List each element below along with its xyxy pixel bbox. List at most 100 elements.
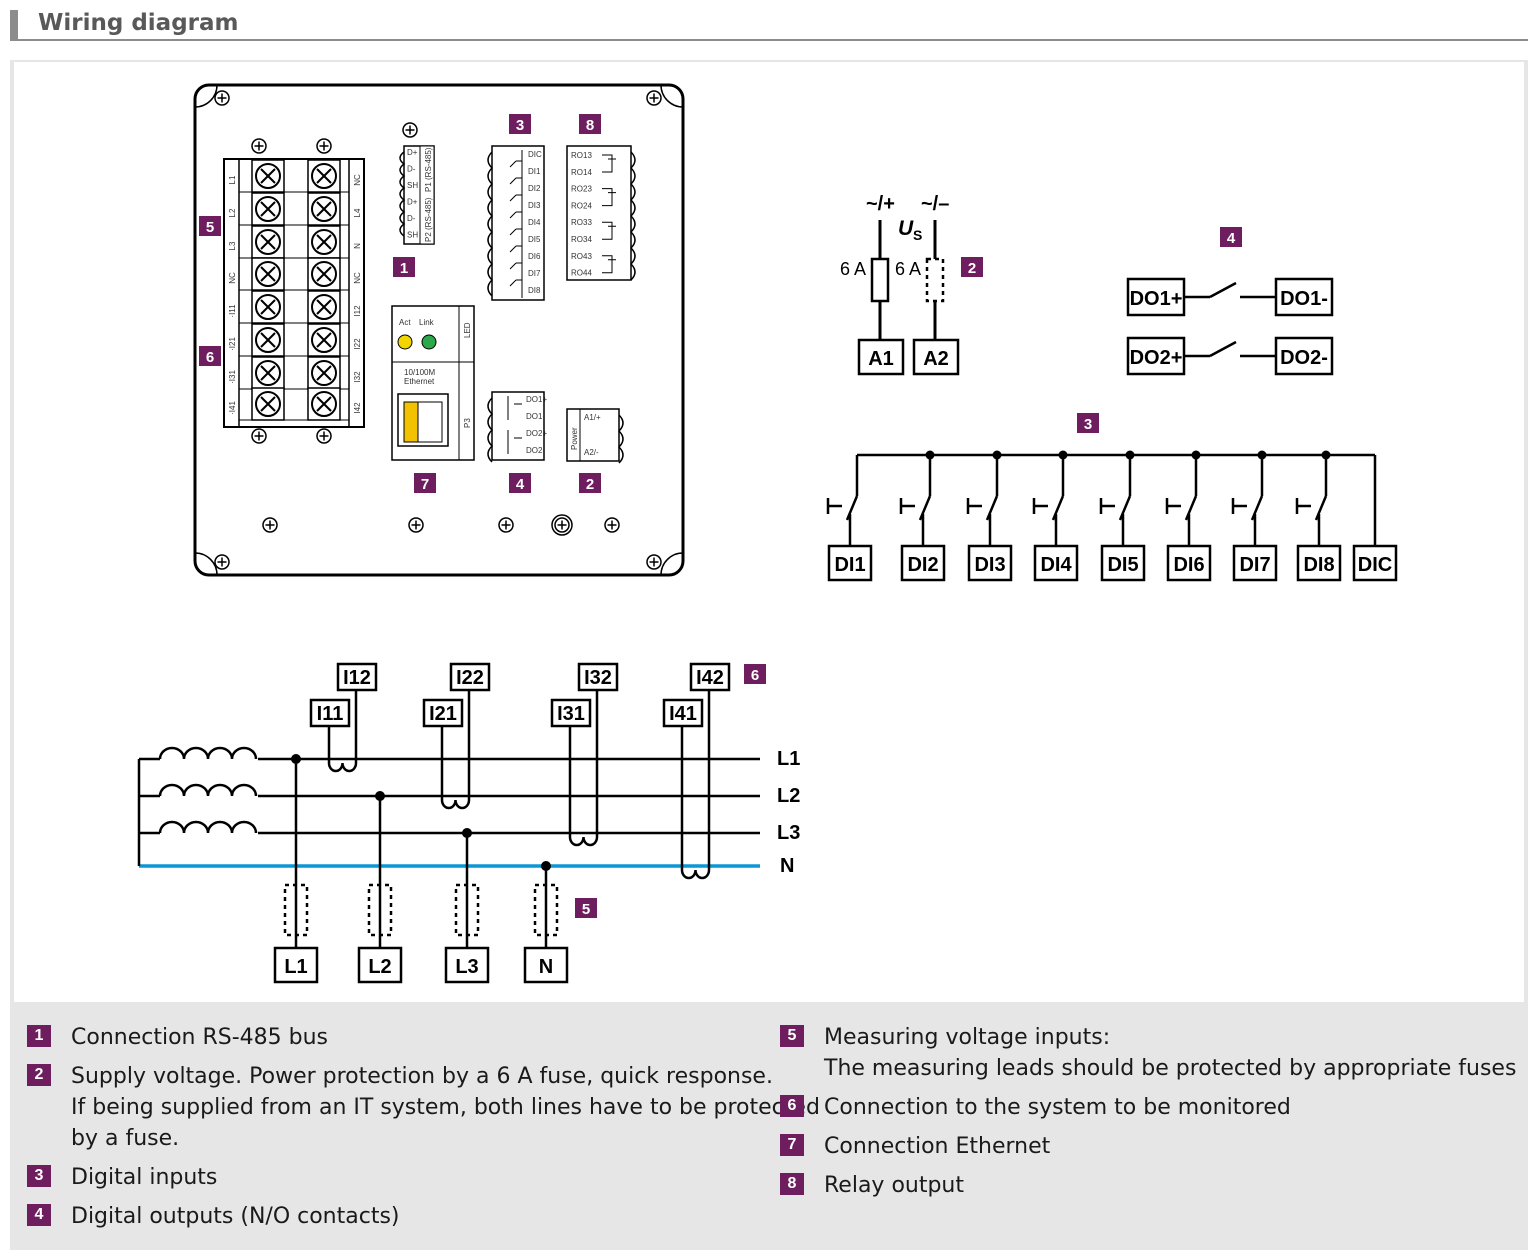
led-act-indicator: [397, 334, 413, 350]
terminal-screw-icon: [307, 257, 341, 291]
ro-pin-label: RO24: [571, 201, 592, 210]
voltage-tap-3: L3: [444, 828, 490, 984]
terminal-di8: DI8: [1303, 554, 1334, 576]
ct-bottom-label: I21: [429, 703, 457, 725]
terminal-screw-icon: [307, 159, 341, 193]
svg-text:1: 1: [400, 260, 408, 277]
ethernet-module: Act Link LED 10/100M Ethernet P3: [391, 305, 475, 461]
rs485-pin-label: D-: [407, 214, 416, 223]
di-pin-label: DI1: [528, 167, 541, 176]
voltage-terminal-label: N: [539, 956, 553, 978]
power-pin-a2: A2/-: [584, 448, 599, 457]
svg-text:3: 3: [516, 117, 524, 134]
rs485-pin-label: D+: [407, 148, 418, 157]
legend-badge: 6: [780, 1095, 804, 1117]
terminal-left-label: L1: [228, 175, 237, 184]
di-pin-label: DI2: [528, 184, 541, 193]
di-switch-7: DI7: [1231, 450, 1278, 582]
legend-item-4: 4 Digital outputs (N/O contacts): [27, 1201, 400, 1232]
ct-top-label: I42: [696, 667, 724, 689]
terminal-dic: DIC: [1358, 554, 1392, 576]
legend-badge: 8: [780, 1173, 804, 1195]
terminal-left-label: ·I41: [228, 401, 237, 415]
di-switch-6: DI6: [1165, 450, 1212, 582]
terminal-do1-minus: DO1-: [1280, 288, 1328, 310]
voltage-tap-2: L2: [357, 791, 403, 984]
legend-text: Digital inputs: [71, 1162, 217, 1193]
legend-line: Digital outputs (N/O contacts): [71, 1204, 400, 1229]
terminal-screw-icon: [251, 225, 285, 259]
section-header: Wiring diagram: [10, 8, 1528, 42]
ro-pin-label: RO14: [571, 168, 592, 177]
terminal-right-label: N: [353, 243, 362, 249]
terminal-screw-icon: [251, 159, 285, 193]
marker-8-badge: 8: [579, 114, 601, 134]
rs485-pin-label: SH: [407, 181, 418, 190]
svg-text:4: 4: [516, 476, 525, 493]
marker-6-badge: 6: [744, 664, 766, 684]
terminal-screw-icon: [307, 290, 341, 324]
power-connector: Power A1/+ A2/-: [566, 408, 624, 464]
terminal-screw-icon: [251, 387, 285, 421]
terminal-right-label: I42: [353, 402, 362, 414]
ct-top-label: I22: [456, 667, 484, 689]
marker-7-badge: 7: [414, 473, 436, 493]
terminal-a1: A1: [868, 348, 894, 370]
legend-text: Measuring voltage inputs:The measuring l…: [824, 1022, 1516, 1084]
ct-bottom-label: I31: [557, 703, 585, 725]
rs485-pin-label: SH: [407, 231, 418, 240]
marker-5-badge: 5: [199, 216, 221, 236]
voltage-tap-1: L1: [273, 754, 319, 984]
ro-pin-label: RO44: [571, 269, 592, 278]
marker-6-badge: 6: [199, 346, 221, 366]
svg-text:8: 8: [586, 117, 594, 134]
terminal-screw-icon: [307, 387, 341, 421]
legend-text: Connection Ethernet: [824, 1131, 1050, 1162]
led-link-label: Link: [419, 318, 435, 327]
legend-badge: 3: [27, 1165, 51, 1187]
di-pin-label: DI8: [528, 286, 541, 295]
svg-text:6: 6: [751, 667, 759, 684]
di-switch-1: DI1: [826, 495, 873, 582]
legend-line: If being supplied from an IT system, bot…: [71, 1095, 820, 1120]
terminal-screw-icon: [251, 192, 285, 226]
terminal-a2: A2: [923, 348, 949, 370]
ro-pin-label: RO34: [571, 235, 592, 244]
legend-badge: 5: [780, 1025, 804, 1047]
ro-pin-label: RO23: [571, 185, 592, 194]
terminal-left-label: ·I11: [228, 304, 237, 318]
terminal-di6: DI6: [1173, 554, 1204, 576]
terminal-screw-icon: [307, 192, 341, 226]
ro-pin-label: RO43: [571, 252, 592, 261]
voltage-terminal-label: L1: [284, 956, 307, 978]
legend-line: Digital inputs: [71, 1165, 218, 1190]
do-pin-label: DO2-: [526, 446, 545, 455]
svg-text:7: 7: [421, 476, 429, 493]
terminal-screw-icon: [251, 323, 285, 357]
terminal-left-label: NC: [228, 272, 237, 284]
legend-line: Connection Ethernet: [824, 1134, 1051, 1159]
rs485-connector: D+D-SHD+D-SH P1 (RS-485) P2 (RS-485): [399, 122, 435, 245]
terminal-left-label: ·I31: [228, 370, 237, 384]
power-label: Power: [570, 427, 579, 450]
fuse-right-rating: 6 A: [895, 259, 921, 279]
transformer-coils: [158, 745, 258, 835]
di-pin-label: DIC: [528, 150, 542, 159]
legend-line: Measuring voltage inputs:: [824, 1025, 1111, 1050]
fuse-left-rating: 6 A: [840, 259, 866, 279]
do-pin-label: DO2+: [526, 429, 547, 438]
voltage-terminal-label: L2: [368, 956, 391, 978]
legend-badge: 4: [27, 1204, 51, 1226]
digital-outputs-diagram: DO1+ DO1- DO2+ DO2-: [1126, 277, 1334, 376]
legend-line: Connection to the system to be monitored: [824, 1095, 1291, 1120]
